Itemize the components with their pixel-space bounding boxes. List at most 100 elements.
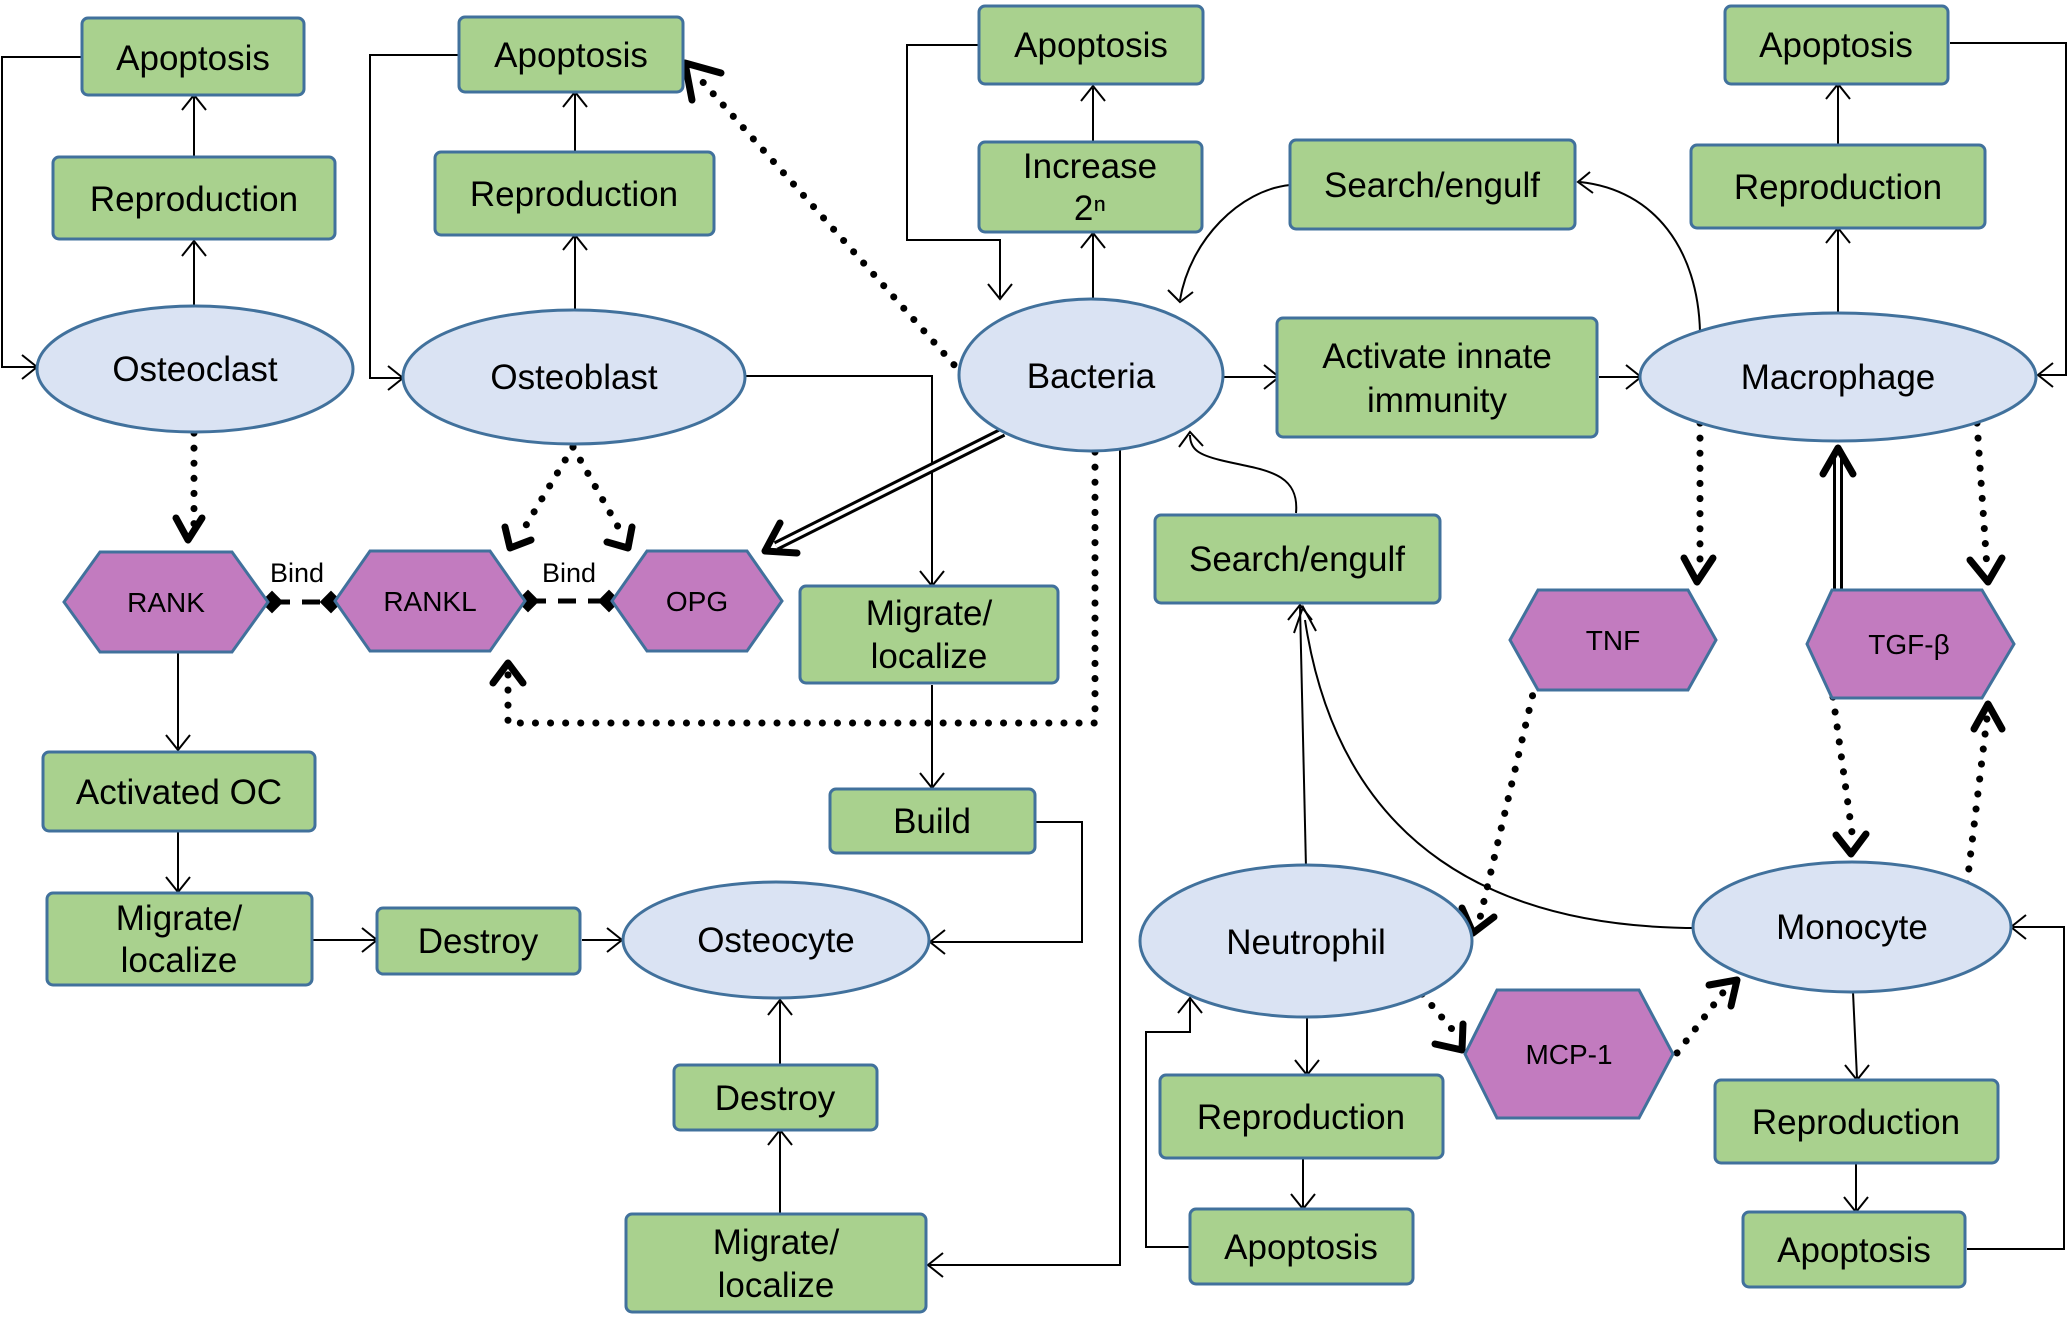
edge-macrophage-to-tnf <box>1680 419 1717 586</box>
node-osteoclast[interactable]: Osteoclast <box>35 304 355 434</box>
svg-text:Reproduction: Reproduction <box>1752 1103 1960 1142</box>
svg-text:Apoptosis: Apoptosis <box>116 39 270 78</box>
svg-text:RANK: RANK <box>127 587 205 618</box>
node-bacteria-migrate[interactable]: Migrate/ localize <box>624 1212 928 1314</box>
svg-text:Apoptosis: Apoptosis <box>1777 1231 1931 1270</box>
edge-neutrophil-to-reproduction <box>1294 1017 1320 1077</box>
svg-text:Increase: Increase <box>1023 147 1157 186</box>
edge-osteoblast-to-rankl <box>501 443 577 552</box>
node-osteoblast-migrate[interactable]: Migrate/ localize <box>798 584 1060 685</box>
svg-text:Apoptosis: Apoptosis <box>1014 26 1168 65</box>
svg-text:Monocyte: Monocyte <box>1776 908 1928 947</box>
edge-tgf-beta-to-monocyte <box>1829 693 1870 858</box>
node-osteoclast-reproduction[interactable]: Reproduction <box>51 155 337 241</box>
edge-oc-destroy-to-osteocyte <box>767 998 793 1064</box>
node-monocyte-apoptosis[interactable]: Apoptosis <box>1741 1210 1967 1289</box>
node-osteocyte-destroy[interactable]: Destroy <box>672 1063 879 1132</box>
edge-neutrophil-search-to-bacteria <box>1178 430 1298 514</box>
svg-text:Destroy: Destroy <box>715 1079 836 1118</box>
svg-text:Activate innate: Activate innate <box>1322 337 1552 376</box>
svg-text:Reproduction: Reproduction <box>1197 1098 1405 1137</box>
edge-activated-oc-to-migrate <box>165 832 191 894</box>
node-oc-migrate[interactable]: Migrate/ localize <box>45 891 314 987</box>
edge-macrophage-to-search-engulf <box>1576 171 1701 333</box>
node-activate-innate-immunity[interactable]: Activate innate immunity <box>1275 316 1599 439</box>
nodes: Apoptosis Reproduction Osteoclast Apopto… <box>35 4 2038 1314</box>
node-tnf[interactable]: TNF <box>1508 588 1718 692</box>
svg-text:Destroy: Destroy <box>418 922 539 961</box>
node-activated-oc[interactable]: Activated OC <box>41 750 317 833</box>
edge-label-bind-rank-rankl: Bind <box>270 558 324 588</box>
svg-text:Osteocyte: Osteocyte <box>697 921 855 960</box>
svg-text:Migrate/: Migrate/ <box>866 594 993 633</box>
edge-ob-migrate-to-build <box>919 685 945 790</box>
node-macrophage[interactable]: Macrophage <box>1638 311 2038 443</box>
node-monocyte-reproduction[interactable]: Reproduction <box>1713 1078 2000 1165</box>
svg-text:TNF: TNF <box>1586 625 1640 656</box>
edge-neu-reproduction-to-apoptosis <box>1290 1158 1316 1211</box>
svg-text:TGF-β: TGF-β <box>1868 629 1949 660</box>
edge-mac-reproduction-to-apoptosis <box>1825 82 1851 145</box>
edge-label-bind-rankl-opg: Bind <box>542 558 596 588</box>
edge-mac-apoptosis-loop <box>1950 42 2067 388</box>
svg-text:Osteoblast: Osteoblast <box>490 358 658 397</box>
node-tgf-beta[interactable]: TGF-β <box>1805 588 2016 700</box>
svg-text:Macrophage: Macrophage <box>1741 358 1936 397</box>
svg-text:2ⁿ: 2ⁿ <box>1074 189 1106 228</box>
node-bacteria-increase[interactable]: Increase 2ⁿ <box>977 140 1204 234</box>
svg-text:Reproduction: Reproduction <box>1734 168 1942 207</box>
node-neutrophil-reproduction[interactable]: Reproduction <box>1158 1073 1445 1160</box>
node-rank[interactable]: RANK <box>62 550 270 654</box>
node-macrophage-reproduction[interactable]: Reproduction <box>1689 143 1987 230</box>
edge-oc-reproduction-to-apoptosis <box>181 93 207 157</box>
node-monocyte[interactable]: Monocyte <box>1691 860 2013 994</box>
edge-neu-apoptosis-loop <box>1145 996 1203 1248</box>
edge-bacteria-to-rankl <box>489 448 1099 727</box>
node-rankl[interactable]: RANKL <box>333 549 527 653</box>
node-neutrophil[interactable]: Neutrophil <box>1138 863 1474 1019</box>
edge-bact-apoptosis-loop <box>906 44 1013 301</box>
node-osteoblast[interactable]: Osteoblast <box>401 308 747 446</box>
node-osteoblast-apoptosis[interactable]: Apoptosis <box>457 15 685 94</box>
edge-osteoclast-to-reproduction <box>181 239 207 305</box>
node-macrophage-search-engulf[interactable]: Search/engulf <box>1288 138 1577 231</box>
edge-ob-reproduction-to-apoptosis <box>562 90 588 152</box>
svg-text:MCP-1: MCP-1 <box>1525 1039 1612 1070</box>
svg-text:localize: localize <box>871 637 988 676</box>
node-osteoblast-reproduction[interactable]: Reproduction <box>433 150 716 237</box>
edge-tnf-to-neutrophil <box>1458 677 1540 937</box>
edge-monocyte-to-reproduction <box>1844 991 1870 1082</box>
edge-bacteria-to-ob-apoptosis <box>681 59 968 380</box>
edge-bacteria-to-migrate <box>926 447 1121 1278</box>
svg-text:Reproduction: Reproduction <box>90 180 298 219</box>
edge-bact-migrate-to-destroy <box>767 1128 793 1214</box>
edge-osteoclast-to-rank <box>172 429 206 544</box>
svg-text:Apoptosis: Apoptosis <box>1224 1228 1378 1267</box>
svg-text:Osteoclast: Osteoclast <box>112 350 278 389</box>
edge-neutrophil-to-mcp1 <box>1418 990 1467 1054</box>
svg-text:Activated OC: Activated OC <box>76 773 282 812</box>
node-oc-destroy[interactable]: Destroy <box>375 906 582 976</box>
node-bacteria[interactable]: Bacteria <box>957 297 1225 453</box>
node-opg[interactable]: OPG <box>610 549 784 653</box>
svg-text:localize: localize <box>121 941 238 980</box>
node-macrophage-apoptosis[interactable]: Apoptosis <box>1723 4 1950 86</box>
edge-rank-bind-rankl <box>260 590 343 614</box>
edge-macrophage-to-tgf-beta <box>1966 419 2006 586</box>
svg-text:OPG: OPG <box>666 586 728 617</box>
node-mcp1[interactable]: MCP-1 <box>1463 988 1675 1120</box>
edge-rank-to-activated-oc <box>165 653 191 752</box>
node-osteocyte[interactable]: Osteocyte <box>621 880 931 1000</box>
node-bacteria-apoptosis[interactable]: Apoptosis <box>977 4 1205 86</box>
edge-monocyte-to-search-engulf <box>1293 604 1699 929</box>
edge-macrophage-to-reproduction <box>1825 226 1851 318</box>
node-neutrophil-apoptosis[interactable]: Apoptosis <box>1188 1207 1415 1286</box>
svg-text:Build: Build <box>893 802 971 841</box>
edge-monocyte-to-tgf-beta <box>1963 700 2006 888</box>
svg-text:Reproduction: Reproduction <box>470 175 678 214</box>
node-osteoclast-apoptosis[interactable]: Apoptosis <box>80 16 306 97</box>
edge-osteoblast-to-opg <box>569 443 636 552</box>
node-build[interactable]: Build <box>828 787 1037 855</box>
node-neutrophil-search-engulf[interactable]: Search/engulf <box>1153 513 1442 605</box>
